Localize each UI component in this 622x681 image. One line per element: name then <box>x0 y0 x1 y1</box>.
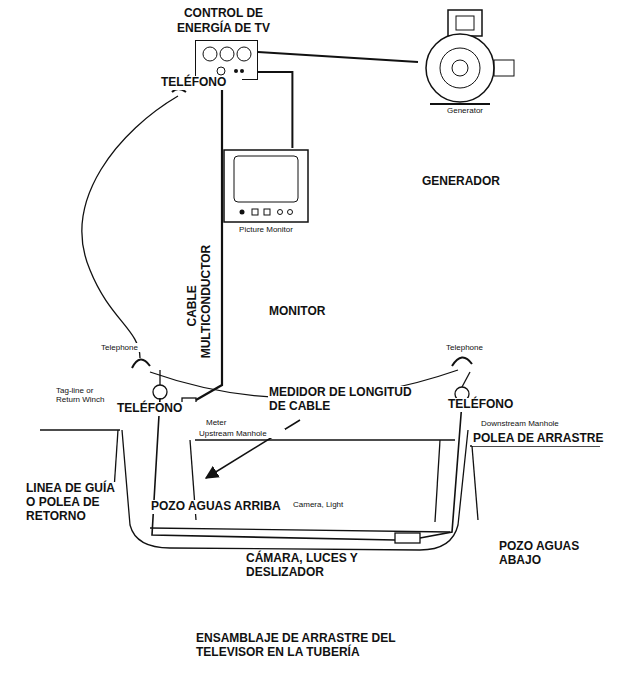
part-label: LINEA DE GUÍA O POLEA DE RETORNO <box>25 482 122 523</box>
return-winch <box>153 385 167 399</box>
power-cable <box>258 52 418 62</box>
part-label: POZO AGUAS ARRIBA <box>150 500 292 514</box>
small-label: Tag-line or Return Winch <box>55 386 119 404</box>
small-label: Telephone <box>445 343 497 352</box>
manhole-wall <box>435 440 440 522</box>
power-control-box: CONTROL DE ENERGÍA DE TV <box>195 40 258 80</box>
part-label: TELÉFONO <box>447 398 529 412</box>
part-label: POLEA DE ARRASTRE <box>472 432 614 446</box>
part-label: TELÉFONO <box>116 402 198 416</box>
part-label: MONITOR <box>268 305 350 319</box>
camera-cable <box>152 398 395 540</box>
small-label: Telephone <box>100 343 152 352</box>
part-label: CABLE MULTICONDUCTOR <box>186 252 214 359</box>
generator: GeneratorGENERADOR <box>410 6 520 118</box>
part-label: POZO AGUAS ABAJO <box>498 540 590 568</box>
node-heading: CONTROL DE ENERGÍA DE TV <box>161 6 286 35</box>
ground-line <box>195 439 455 440</box>
small-label: Downstream Manhole <box>480 419 582 428</box>
power-cable <box>258 72 292 148</box>
ground-line <box>40 429 120 430</box>
part-label: TELÉFONO <box>160 76 242 90</box>
small-label: Camera, Light <box>292 500 374 509</box>
winch-post <box>159 370 160 385</box>
manhole-wall <box>472 446 478 520</box>
small-label: Upstream Manhole <box>198 429 285 438</box>
pipe-trench <box>122 430 468 550</box>
camera-sled <box>395 533 420 543</box>
node-heading: GENERADOR <box>422 174 522 188</box>
headset <box>452 357 472 366</box>
pull-cable <box>420 402 462 538</box>
part-label: MEDIDOR DE LONGITUD DE CABLE <box>268 386 420 414</box>
node-label: Picture Monitor <box>222 148 310 235</box>
pipe-line <box>150 528 450 532</box>
power-control-box-drawing <box>196 41 259 81</box>
figure-caption: ENSAMBLAJE DE ARRASTRE DEL TELEVISOR EN … <box>195 632 437 660</box>
generator-drawing <box>410 6 520 118</box>
node-label: Generator <box>410 6 520 116</box>
winch-post <box>462 372 470 387</box>
small-label: Meter <box>205 418 247 427</box>
part-label: CÁMARA, LUCES Y DESLIZADOR <box>245 552 372 580</box>
picture-monitor: Picture Monitor <box>222 148 310 240</box>
headset <box>132 359 150 368</box>
telephone-wire <box>82 96 178 358</box>
